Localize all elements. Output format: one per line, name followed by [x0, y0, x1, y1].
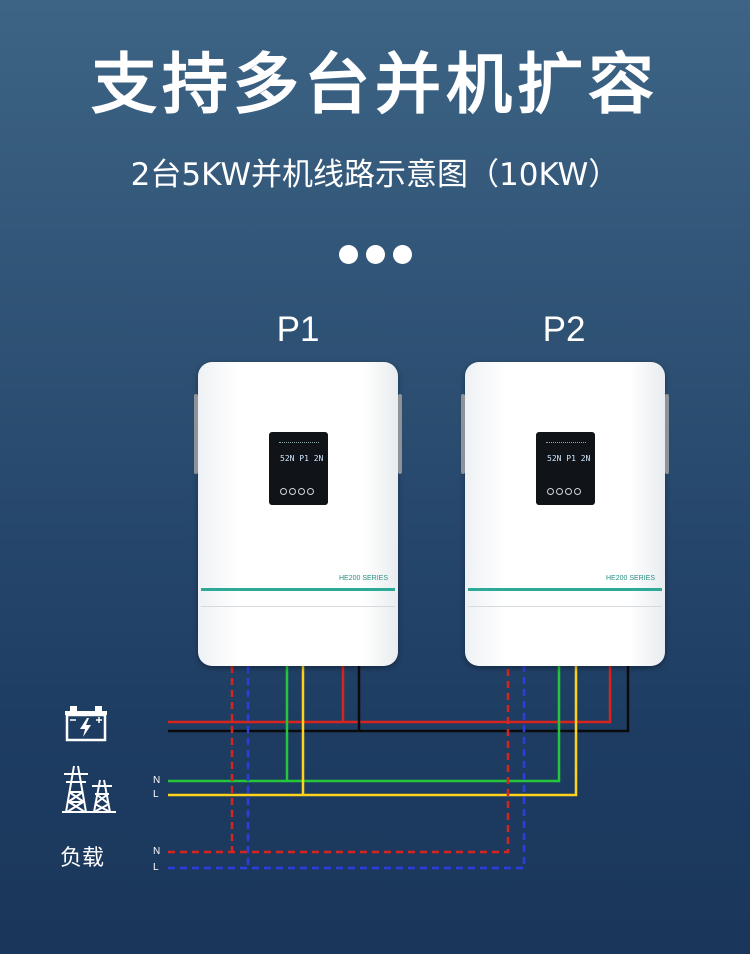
load-l-wire: [168, 666, 526, 870]
grid-n-wire: [168, 666, 561, 783]
dot: [338, 245, 358, 264]
control-button: [556, 488, 563, 495]
inverter-p1: 52N P1 2N HE200 SERIES: [194, 362, 402, 666]
control-button: [298, 488, 305, 495]
inverter-p2: 52N P1 2N HE200 SERIES: [461, 362, 669, 666]
load-l-label: L: [153, 862, 159, 873]
battery-positive-wire: [168, 666, 612, 724]
series-label: HE200 SERIES: [605, 575, 655, 582]
page-title: 支持多台并机扩容: [91, 46, 659, 123]
grid-l-label: L: [153, 789, 159, 800]
control-button: [280, 488, 287, 495]
unit-label-p1: P1: [276, 310, 320, 349]
control-button: [547, 488, 554, 495]
handle: [665, 394, 669, 474]
control-button: [565, 488, 572, 495]
control-buttons: [547, 480, 583, 499]
dot: [392, 245, 412, 264]
control-button: [307, 488, 314, 495]
page-subtitle: 2台5KW并机线路示意图（10KW）: [130, 157, 620, 193]
display-screen: 52N P1 2N: [269, 432, 328, 505]
battery-negative-wire: [168, 666, 630, 733]
battery-icon: [65, 706, 107, 742]
unit-label-p2: P2: [542, 310, 586, 349]
screen-indicators: [546, 442, 586, 445]
screen-readout: 52N P1 2N: [547, 454, 591, 463]
load-n-wire: [168, 666, 510, 854]
dot: [365, 245, 385, 264]
control-button: [574, 488, 581, 495]
screen-indicators: [279, 442, 319, 445]
separator-dots: [0, 245, 750, 264]
series-label: HE200 SERIES: [338, 575, 388, 582]
control-button: [289, 488, 296, 495]
load-label: 负载: [60, 846, 105, 871]
load-n-label: N: [153, 846, 161, 857]
power-tower-icon: [62, 765, 116, 813]
handle: [194, 394, 198, 474]
display-screen: 52N P1 2N: [536, 432, 595, 505]
handle: [461, 394, 465, 474]
panel-groove: [201, 606, 395, 607]
accent-stripe: [201, 588, 395, 591]
handle: [398, 394, 402, 474]
accent-stripe: [468, 588, 662, 591]
screen-readout: 52N P1 2N: [280, 454, 324, 463]
control-buttons: [280, 480, 316, 499]
panel-groove: [468, 606, 662, 607]
grid-n-label: N: [153, 775, 161, 786]
